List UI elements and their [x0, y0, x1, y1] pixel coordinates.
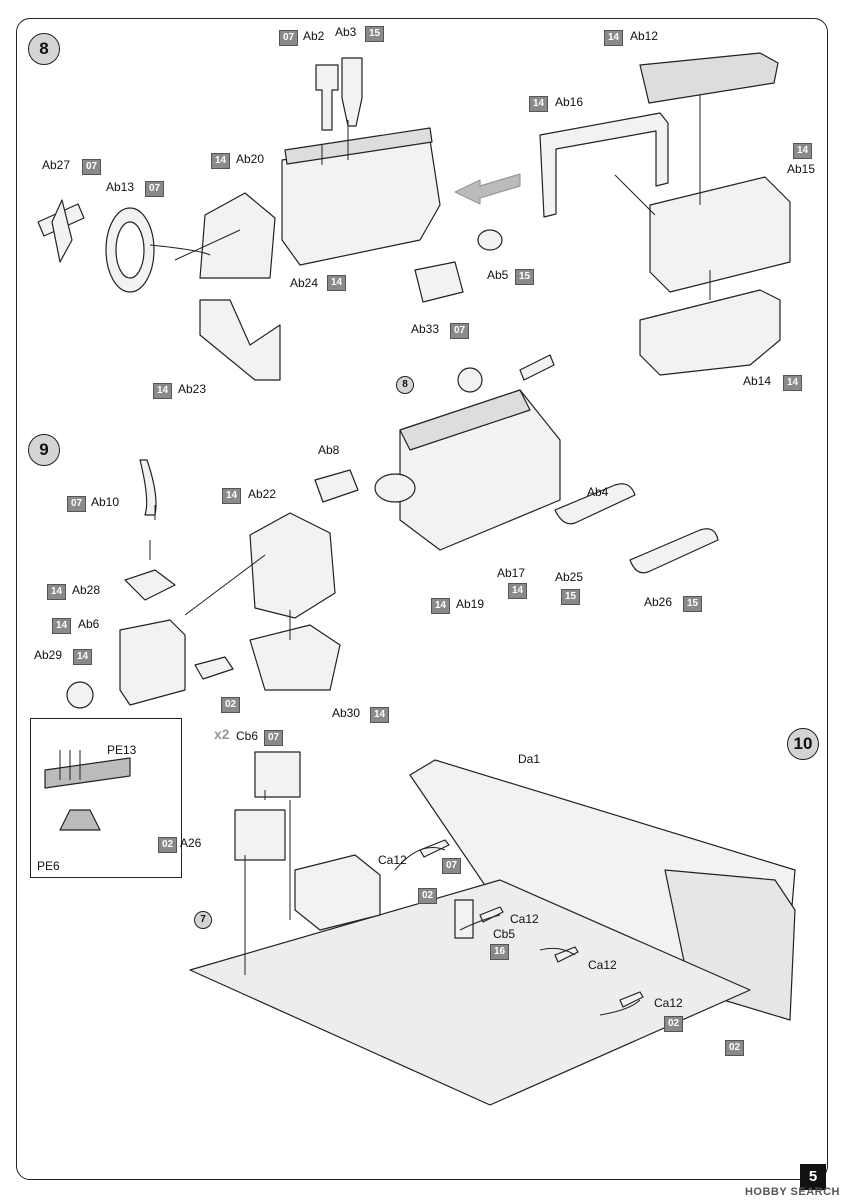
tag-14: 14: [604, 30, 624, 46]
label-pe6: PE6: [37, 859, 60, 873]
tag-02: 02: [418, 888, 438, 904]
label-ab19: Ab19: [456, 597, 485, 611]
label-ab14: Ab14: [743, 374, 772, 388]
label-ab8: Ab8: [318, 443, 340, 457]
watermark: HOBBY SEARCH: [744, 1186, 840, 1198]
label-ab12: Ab12: [630, 29, 659, 43]
tag-14: 14: [370, 707, 390, 723]
label-ab6: Ab6: [78, 617, 100, 631]
label-ca12-1: Ca12: [378, 853, 407, 867]
tag-07: 07: [450, 323, 470, 339]
tag-14: 14: [47, 584, 67, 600]
ref-step-7-badge: 7: [194, 911, 212, 929]
tag-14: 14: [431, 598, 451, 614]
label-cb5: Cb5: [493, 927, 516, 941]
label-ab4: Ab4: [587, 485, 609, 499]
label-da1: Da1: [518, 752, 541, 766]
tag-07: 07: [145, 181, 165, 197]
detail-inset: PE13 PE6: [30, 718, 182, 878]
step-10-badge: 10: [787, 728, 819, 760]
tag-07: 07: [442, 858, 462, 874]
label-cb6: Cb6: [236, 729, 259, 743]
label-ab13: Ab13: [106, 180, 135, 194]
page-frame: [16, 18, 828, 1180]
tag-15: 15: [365, 26, 385, 42]
tag-14: 14: [508, 583, 528, 599]
tag-07: 07: [67, 496, 87, 512]
label-ab5: Ab5: [487, 268, 509, 282]
tag-14: 14: [529, 96, 549, 112]
label-ca12-2: Ca12: [510, 912, 539, 926]
label-ab33: Ab33: [411, 322, 440, 336]
label-ab17: Ab17: [497, 566, 526, 580]
label-ca12-4: Ca12: [654, 996, 683, 1010]
label-ab27: Ab27: [42, 158, 71, 172]
label-ab23: Ab23: [178, 382, 207, 396]
label-ca12-3: Ca12: [588, 958, 617, 972]
tag-15: 15: [561, 589, 581, 605]
tag-14: 14: [211, 153, 231, 169]
tag-02: 02: [725, 1040, 745, 1056]
label-ab24: Ab24: [290, 276, 319, 290]
label-ab3: Ab3: [335, 25, 357, 39]
label-ab20: Ab20: [236, 152, 265, 166]
tag-14: 14: [52, 618, 72, 634]
tag-14: 14: [73, 649, 93, 665]
tag-14: 14: [222, 488, 242, 504]
tag-02: 02: [221, 697, 241, 713]
label-a26: A26: [180, 836, 202, 850]
page-number: 5: [800, 1164, 826, 1190]
label-ab29: Ab29: [34, 648, 63, 662]
label-ab22: Ab22: [248, 487, 277, 501]
label-ab15: Ab15: [787, 162, 816, 176]
tag-02: 02: [158, 837, 178, 853]
label-ab16: Ab16: [555, 95, 584, 109]
tag-15: 15: [683, 596, 703, 612]
label-ab26: Ab26: [644, 595, 673, 609]
quantity-marker: x2: [214, 726, 230, 742]
label-ab10: Ab10: [91, 495, 120, 509]
tag-07: 07: [264, 730, 284, 746]
tag-14: 14: [783, 375, 803, 391]
tag-07: 07: [82, 159, 102, 175]
label-ab2: Ab2: [303, 29, 325, 43]
label-ab25: Ab25: [555, 570, 584, 584]
step-9-badge: 9: [28, 434, 60, 466]
tag-14: 14: [327, 275, 347, 291]
label-pe13: PE13: [107, 743, 137, 757]
tag-15: 15: [515, 269, 535, 285]
tag-07: 07: [279, 30, 299, 46]
tag-14: 14: [793, 143, 813, 159]
tag-16: 16: [490, 944, 510, 960]
tag-02: 02: [664, 1016, 684, 1032]
ref-step-8-badge: 8: [396, 376, 414, 394]
tag-14: 14: [153, 383, 173, 399]
step-8-badge: 8: [28, 33, 60, 65]
label-ab28: Ab28: [72, 583, 101, 597]
label-ab30: Ab30: [332, 706, 361, 720]
